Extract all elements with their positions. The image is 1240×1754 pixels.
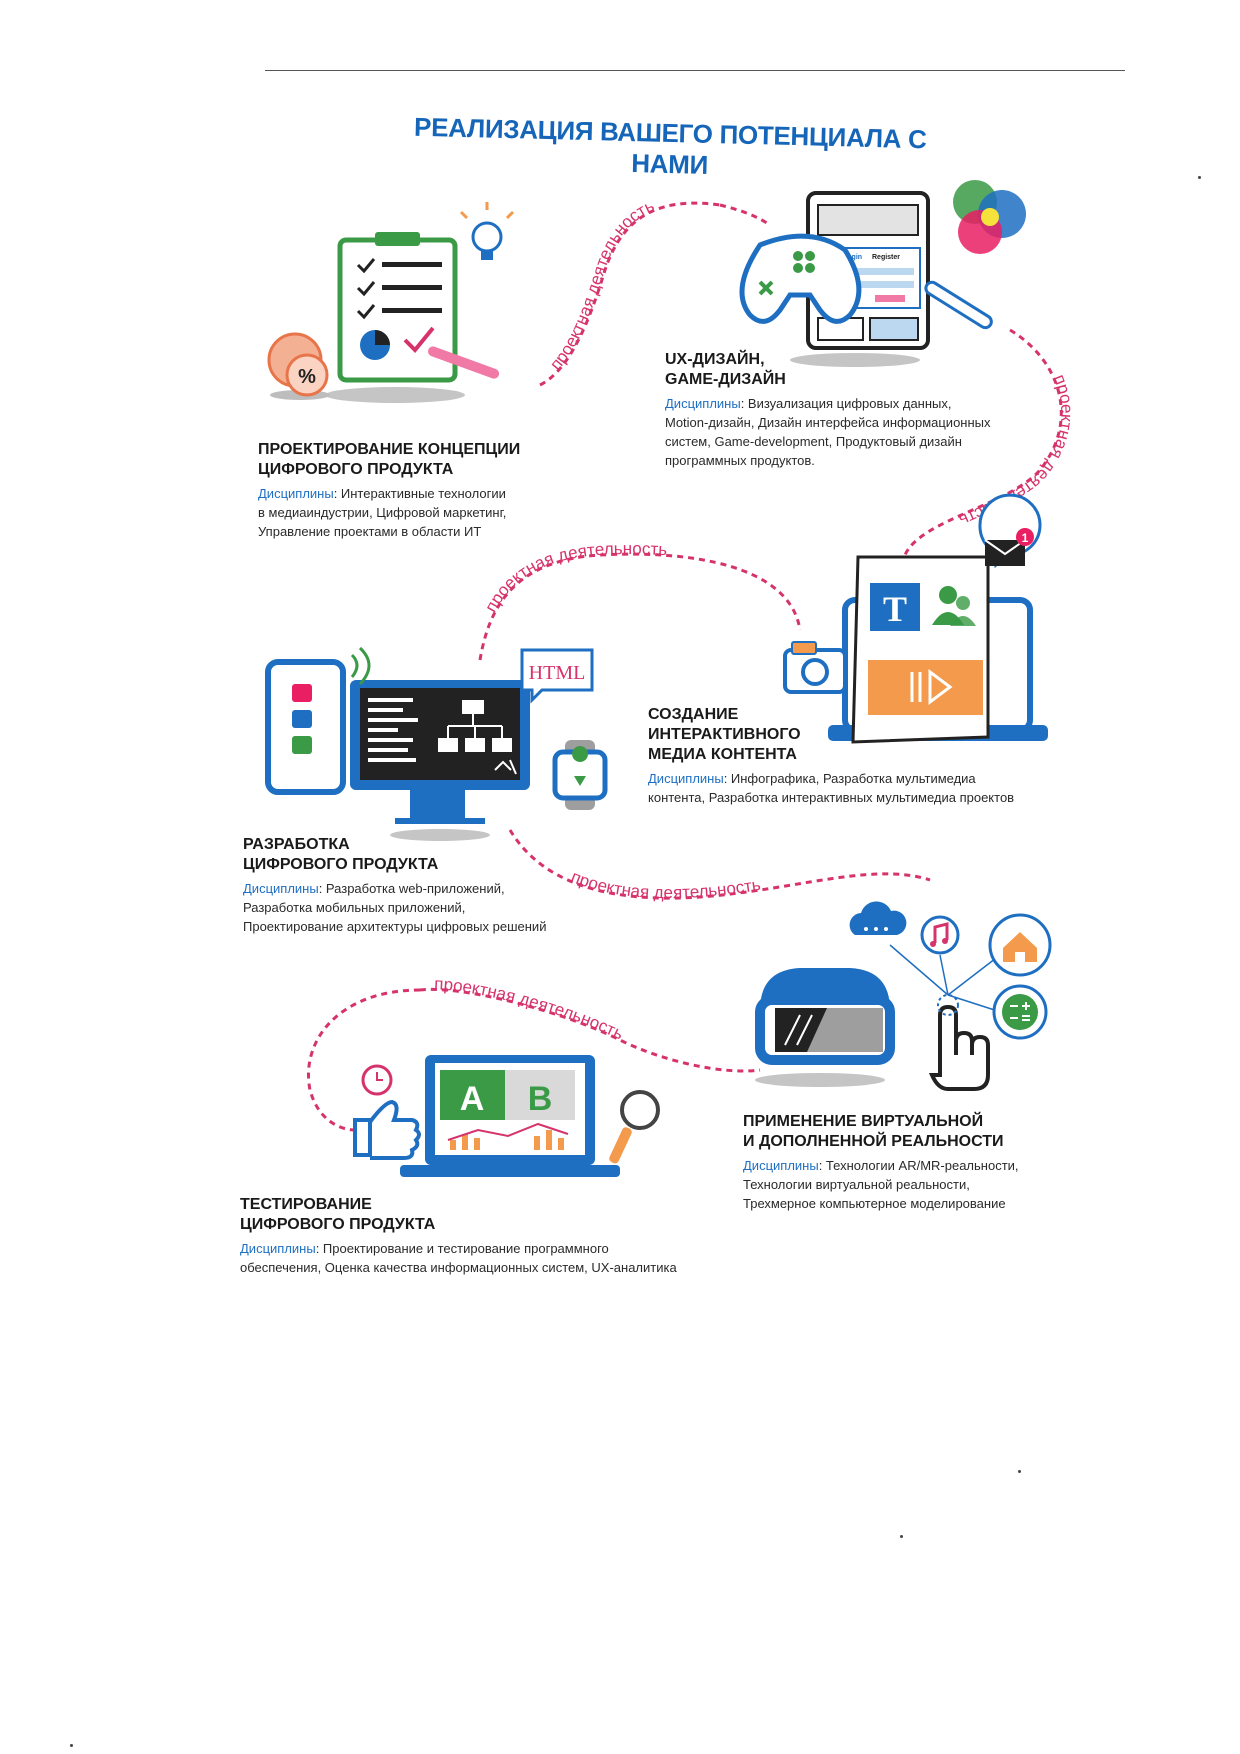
svg-text:Login: Login [843, 254, 862, 261]
disciplines-label: Дисциплины [648, 771, 724, 786]
scan-speck [900, 1535, 903, 1538]
path-connector-1 [538, 201, 771, 387]
section-ux: UX-ДИЗАЙН, GAME-ДИЗАЙН Дисциплины: Визуа… [665, 350, 1045, 470]
svg-text:HTML: HTML [529, 662, 586, 684]
section-description: Дисциплины: Проектирование и тестировани… [240, 1241, 677, 1275]
section-heading: СОЗДАНИЕ ИНТЕРАКТИВНОГО МЕДИА КОНТЕНТА [648, 706, 801, 763]
section-concept: ПРОЕКТИРОВАНИЕ КОНЦЕПЦИИ ЦИФРОВОГО ПРОДУ… [258, 440, 618, 541]
section-dev: РАЗРАБОТКА ЦИФРОВОГО ПРОДУКТА Дисциплины… [243, 835, 603, 936]
section-description: Дисциплины: Технологии AR/MR-реальности,… [743, 1158, 1019, 1211]
scan-speck [1198, 176, 1201, 179]
section-heading: РАЗРАБОТКА ЦИФРОВОГО ПРОДУКТА [243, 836, 439, 873]
color-circles-icon [953, 180, 1026, 254]
lightbulb-icon [459, 202, 515, 260]
calculator-icon [992, 984, 1048, 1040]
envelope-notification-icon: 1 [978, 493, 1042, 569]
path-label-1: проектная деятельность [546, 196, 657, 374]
section-test: ТЕСТИРОВАНИЕ ЦИФРОВОГО ПРОДУКТА Дисципли… [240, 1195, 710, 1277]
gamepad-tablet-icon: Login Register [739, 191, 993, 367]
section-heading: ТЕСТИРОВАНИЕ ЦИФРОВОГО ПРОДУКТА [240, 1196, 436, 1233]
path-connector-5 [307, 987, 762, 1132]
svg-text:1: 1 [1022, 531, 1029, 545]
disciplines-label: Дисциплины [743, 1158, 819, 1173]
section-vr: ПРИМЕНЕНИЕ ВИРТУАЛЬНОЙ И ДОПОЛНЕННОЙ РЕА… [743, 1112, 1083, 1213]
smartphone-icon [265, 646, 371, 795]
media-laptop-icon: T [828, 555, 1048, 744]
camera-icon [783, 641, 847, 694]
section-description: Дисциплины: Интерактивные технологии в м… [258, 486, 507, 539]
section-description: Дисциплины: Разработка web-приложений, Р… [243, 881, 547, 934]
section-heading: ПРИМЕНЕНИЕ ВИРТУАЛЬНОЙ И ДОПОЛНЕННОЙ РЕА… [743, 1113, 1004, 1150]
svg-text:%: % [298, 366, 316, 388]
svg-text:Register: Register [872, 254, 900, 261]
cloud-icon [849, 901, 907, 935]
path-label-5: проектная деятельность [434, 974, 627, 1043]
section-description: Дисциплины: Визуализация цифровых данных… [665, 396, 991, 468]
percent-coins-icon: % [267, 332, 330, 400]
section-description: Дисциплины: Инфографика, Разработка муль… [648, 771, 1015, 805]
top-rule [265, 70, 1125, 71]
svg-text:T: T [883, 589, 907, 629]
ab-testing-laptop-icon: A B [400, 1055, 620, 1177]
vr-headset-icon [755, 968, 895, 1087]
music-note-icon [920, 915, 960, 955]
section-media: СОЗДАНИЕ ИНТЕРАКТИВНОГО МЕДИА КОНТЕНТА Д… [648, 705, 1068, 807]
scan-speck [1018, 1470, 1021, 1473]
svg-text:B: B [528, 1080, 553, 1118]
smartwatch-icon [552, 740, 608, 810]
path-label-3: проектная деятельность [481, 539, 668, 615]
disciplines-label: Дисциплины [240, 1241, 316, 1256]
html-tag-icon: HTML [520, 648, 594, 704]
disciplines-label: Дисциплины [258, 486, 334, 501]
thumbs-up-clock-icon [353, 1064, 421, 1160]
scan-speck [70, 1744, 73, 1747]
section-heading: UX-ДИЗАЙН, GAME-ДИЗАЙН [665, 351, 786, 388]
disciplines-label: Дисциплины [243, 881, 319, 896]
checklist-document-icon [325, 232, 500, 403]
disciplines-label: Дисциплины [665, 396, 741, 411]
svg-text:A: A [460, 1080, 485, 1118]
home-icon [988, 913, 1052, 977]
magnifier-icon [609, 1090, 660, 1164]
section-heading: ПРОЕКТИРОВАНИЕ КОНЦЕПЦИИ ЦИФРОВОГО ПРОДУ… [258, 441, 521, 478]
touch-hand-icon [889, 944, 1011, 1091]
monitor-code-icon [350, 680, 530, 841]
